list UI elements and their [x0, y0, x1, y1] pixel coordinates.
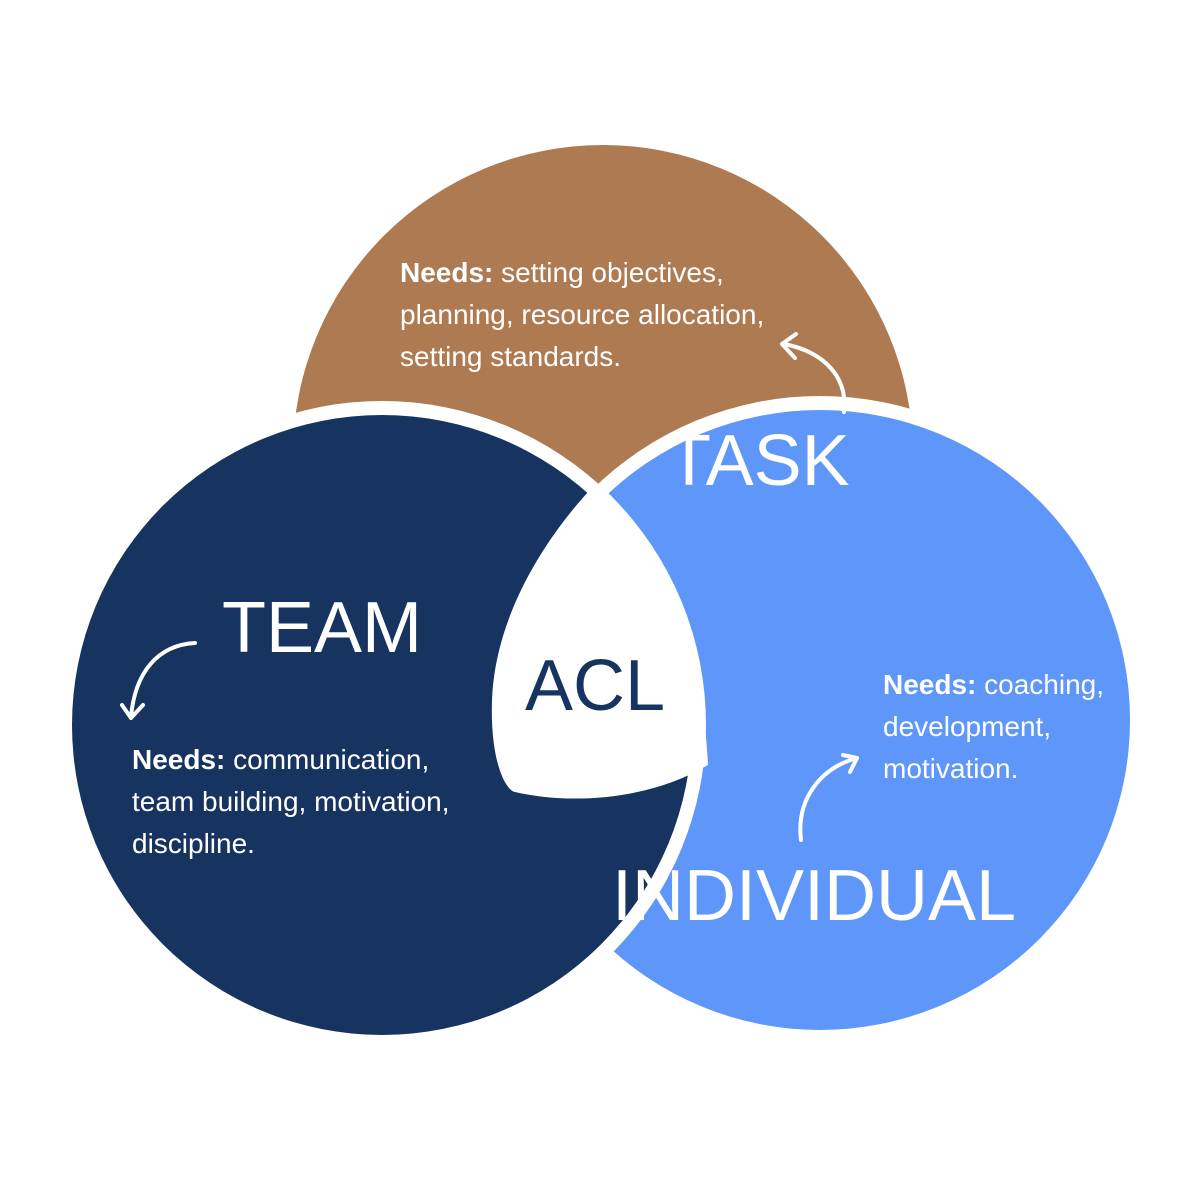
individual-label: INDIVIDUAL	[612, 856, 1017, 936]
individual-needs-line-1: Needs: coaching,	[883, 664, 1143, 706]
individual-needs: Needs: coaching, development, motivation…	[883, 664, 1143, 790]
task-needs-line-2: planning, resource allocation,	[400, 299, 765, 330]
individual-needs-text-1: coaching,	[984, 669, 1105, 700]
center-label: ACL	[525, 646, 666, 726]
team-needs-line-1: Needs: communication,	[132, 739, 512, 781]
curved-arrow-icon	[120, 641, 197, 720]
task-needs: Needs: setting objectives, planning, res…	[400, 252, 820, 378]
team-needs-text-1: communication,	[233, 744, 430, 775]
task-needs-line-3: setting standards.	[400, 341, 622, 372]
individual-needs-line-2: development,	[883, 711, 1052, 742]
task-label: TASK	[667, 421, 850, 501]
individual-needs-line-3: motivation.	[883, 753, 1019, 784]
task-needs-prefix: Needs:	[400, 257, 494, 288]
center-region	[491, 492, 708, 799]
team-label: TEAM	[222, 588, 423, 668]
team-needs: Needs: communication, team building, mot…	[132, 739, 512, 865]
team-needs-line-2: team building, motivation,	[132, 786, 450, 817]
individual-needs-prefix: Needs:	[883, 669, 977, 700]
curved-arrow-icon	[798, 753, 859, 842]
curved-arrow-icon	[780, 332, 847, 414]
team-needs-line-3: discipline.	[132, 828, 255, 859]
task-needs-line-1: Needs: setting objectives,	[400, 252, 820, 294]
task-needs-text-1: setting objectives,	[501, 257, 724, 288]
team-needs-prefix: Needs:	[132, 744, 226, 775]
